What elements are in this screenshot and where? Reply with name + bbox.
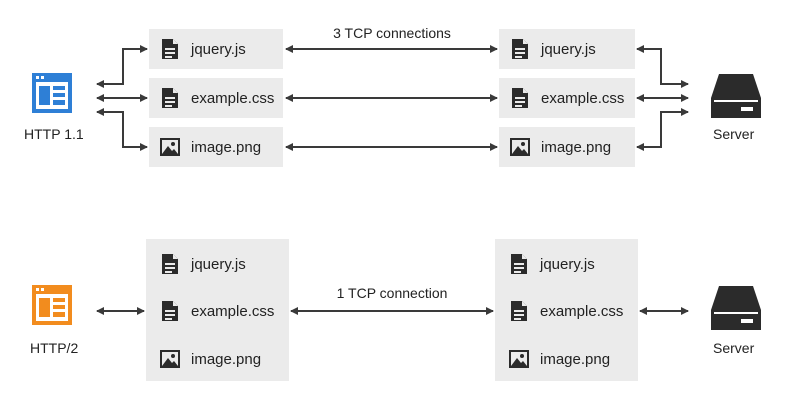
document-icon (512, 39, 528, 59)
image-icon (510, 138, 530, 156)
image-icon (160, 138, 180, 156)
server-icon (711, 74, 761, 118)
client-to-image-line (96, 108, 148, 151)
file-name: image.png (540, 350, 611, 368)
image-icon (160, 350, 180, 368)
http1-server-file-css: example.css (499, 78, 635, 118)
http2-server-file-css: example.css (495, 291, 623, 331)
file-name: example.css (191, 302, 275, 320)
file-name: jquery.js (540, 255, 595, 273)
file-name: example.css (541, 89, 625, 107)
http1-server-file-image: image.png (499, 127, 635, 167)
browser-window-icon (32, 285, 72, 325)
http2-server-label: Server (713, 340, 755, 356)
http1-server-label: Server (713, 126, 755, 142)
document-icon (162, 301, 178, 321)
http1-client-file-image: image.png (149, 127, 283, 167)
document-icon (511, 301, 527, 321)
http2-client-file-image: image.png (146, 339, 261, 379)
file-name: jquery.js (191, 40, 246, 58)
http2-client-file-css: example.css (146, 291, 274, 331)
file-name: image.png (541, 138, 612, 156)
server-to-jquery-line (636, 45, 689, 88)
document-icon (511, 254, 527, 274)
http2-connection-label: 1 TCP connection (336, 285, 448, 301)
file-name: jquery.js (541, 40, 596, 58)
http1-server-file-jquery: jquery.js (499, 29, 635, 69)
file-name: image.png (191, 350, 262, 368)
document-icon (162, 254, 178, 274)
file-name: example.css (191, 89, 275, 107)
http2-client-file-jquery: jquery.js (146, 244, 246, 284)
http1-client-file-css: example.css (149, 78, 283, 118)
file-name: example.css (540, 302, 624, 320)
browser-window-icon (32, 73, 72, 113)
file-name: jquery.js (191, 255, 246, 273)
server-icon (711, 286, 761, 330)
http2-server-file-group: jquery.js example.css image.png (495, 239, 638, 381)
http2-server-file-jquery: jquery.js (495, 244, 595, 284)
http1-client-file-jquery: jquery.js (149, 29, 283, 69)
http2-client-label: HTTP/2 (30, 340, 79, 356)
http1-connection-label: 3 TCP connections (333, 25, 451, 41)
http2-client-file-group: jquery.js example.css image.png (146, 239, 289, 381)
server-to-image-line (636, 108, 689, 151)
client-to-jquery-line (96, 45, 148, 88)
http2-server-file-image: image.png (495, 339, 610, 379)
http1-client-label: HTTP 1.1 (24, 126, 84, 142)
image-icon (509, 350, 529, 368)
document-icon (162, 88, 178, 108)
file-name: image.png (191, 138, 262, 156)
document-icon (162, 39, 178, 59)
document-icon (512, 88, 528, 108)
